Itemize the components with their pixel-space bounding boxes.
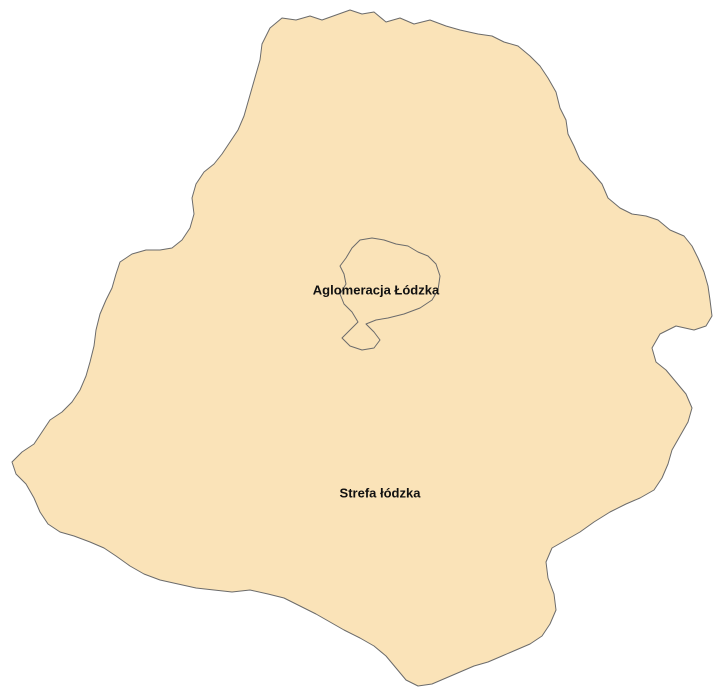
region-strefa-lodzka[interactable] (11, 9, 713, 687)
label-aglomeracja-lodzka: Aglomeracja Łódzka (312, 282, 440, 298)
region-aglomeracja-lodzka[interactable] (339, 237, 441, 351)
label-strefa-lodzka: Strefa łódzka (339, 485, 421, 501)
